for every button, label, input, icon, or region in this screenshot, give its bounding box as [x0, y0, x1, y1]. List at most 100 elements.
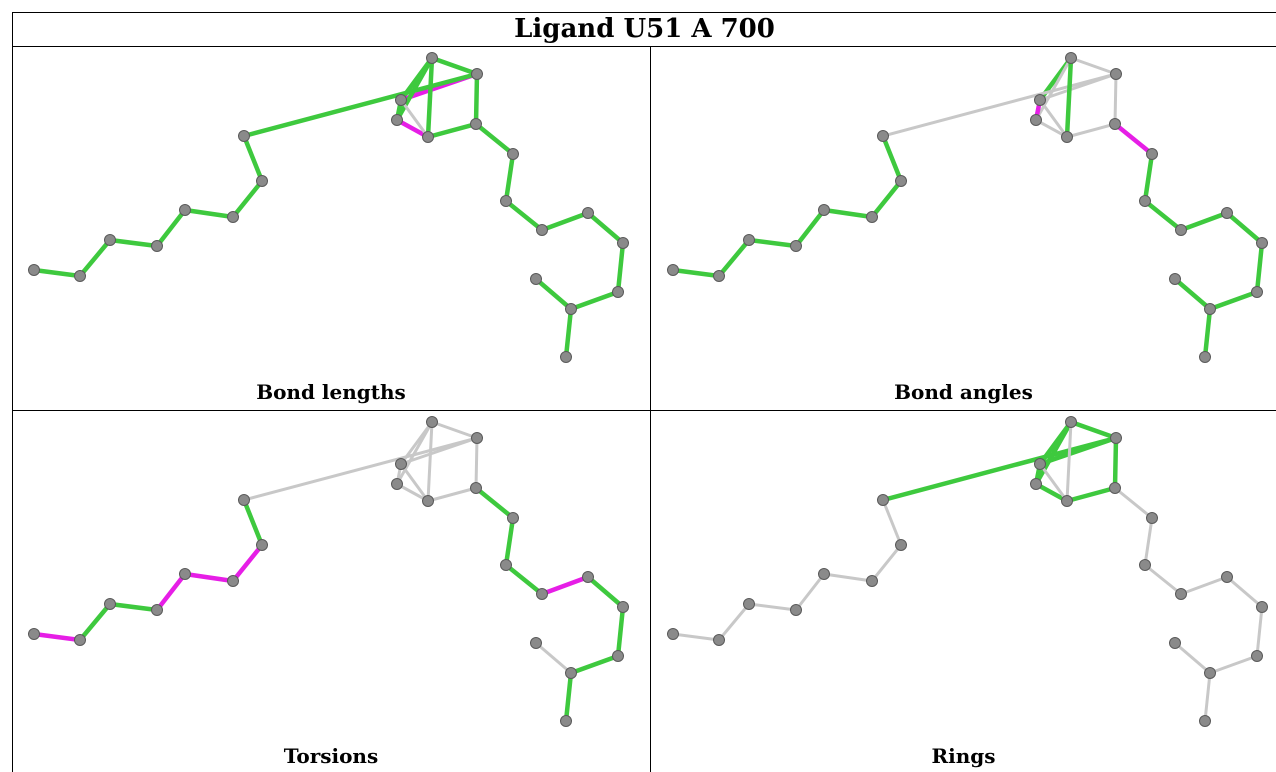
bond-neutral [534, 641, 573, 675]
atom [28, 264, 40, 276]
molecule-svg [28, 52, 629, 363]
bond-ok [241, 71, 480, 139]
bond-neutral [1065, 420, 1073, 503]
atom [1061, 495, 1073, 507]
middle-divider [12, 410, 1276, 411]
atom [74, 270, 86, 282]
panel-caption: Bond lengths [256, 380, 406, 404]
atom [877, 130, 889, 142]
panel-caption: Bond angles [894, 380, 1033, 404]
bond-neutral [1113, 486, 1154, 520]
atom [1034, 458, 1046, 470]
bond-ok [503, 198, 545, 233]
atom [743, 598, 755, 610]
bond-outlier [230, 542, 265, 584]
bond-neutral [430, 420, 479, 440]
bond-ok [585, 574, 626, 610]
bond-ok [1224, 210, 1265, 246]
panel-bond-angles: Bond angles [651, 47, 1276, 410]
bond-ok [1068, 419, 1119, 441]
atom [1169, 637, 1181, 649]
bond-ok [154, 207, 188, 249]
bond-ok [503, 562, 545, 597]
atom [1204, 303, 1216, 315]
atom [151, 604, 163, 616]
bond-ok [746, 237, 799, 249]
bond-neutral [395, 420, 434, 486]
bond-neutral [426, 486, 478, 503]
atom [818, 204, 830, 216]
atom [500, 559, 512, 571]
bond-neutral [242, 436, 479, 502]
atom [470, 482, 482, 494]
bond-ok [533, 276, 574, 312]
atom [530, 637, 542, 649]
bond-ok [1064, 485, 1118, 504]
bond-ok [1142, 151, 1155, 204]
panel-bond-lengths: Bond lengths [12, 47, 650, 410]
bond-ok [1202, 306, 1213, 360]
bond-neutral [1203, 671, 1212, 723]
atom [238, 494, 250, 506]
atom [877, 494, 889, 506]
atom [227, 211, 239, 223]
atom [1139, 559, 1151, 571]
atom [1139, 195, 1151, 207]
panel-rings: Rings [651, 411, 1276, 772]
atom [391, 478, 403, 490]
bond-ok [615, 240, 626, 295]
bond-ok [585, 210, 626, 246]
atom [617, 237, 629, 249]
atom [1110, 432, 1122, 444]
bond-neutral [1069, 56, 1118, 76]
atom [565, 667, 577, 679]
bond-neutral [1179, 575, 1229, 596]
bond-ok [503, 515, 516, 568]
atom [790, 604, 802, 616]
atom [426, 416, 438, 428]
atom [1251, 286, 1263, 298]
bond-ok [563, 670, 574, 724]
atom [667, 628, 679, 640]
bond-outlier [31, 631, 83, 643]
atom [74, 634, 86, 646]
bond-ok [1178, 210, 1230, 233]
bond-neutral [1038, 462, 1069, 503]
atom [713, 270, 725, 282]
atom [1030, 114, 1042, 126]
molecule-svg [667, 52, 1268, 363]
atom [1034, 94, 1046, 106]
atom [1065, 52, 1077, 64]
bond-ok [182, 207, 236, 220]
panel-caption: Rings [931, 744, 996, 768]
atom [1109, 482, 1121, 494]
atom [536, 224, 548, 236]
atom [391, 114, 403, 126]
bond-ok [539, 210, 591, 233]
bond-ok [429, 55, 480, 77]
bond-ok [615, 604, 626, 659]
bond-ok [473, 485, 516, 521]
bond-neutral [794, 572, 826, 612]
bond-neutral [870, 543, 903, 583]
atom [1146, 512, 1158, 524]
atom [1146, 148, 1158, 160]
left-border [12, 12, 13, 772]
atom [28, 628, 40, 640]
atom [227, 575, 239, 587]
atom [582, 571, 594, 583]
atom [612, 286, 624, 298]
bond-neutral [474, 436, 479, 490]
bond-ok [503, 151, 516, 204]
atom [1061, 131, 1073, 143]
bond-ok [793, 207, 827, 249]
atom [1204, 667, 1216, 679]
atom [470, 118, 482, 130]
atom [179, 204, 191, 216]
atom [1199, 351, 1211, 363]
bond-ok [1064, 55, 1074, 140]
bond-ok [77, 601, 113, 643]
atom [507, 512, 519, 524]
molecule-svg [28, 416, 629, 727]
